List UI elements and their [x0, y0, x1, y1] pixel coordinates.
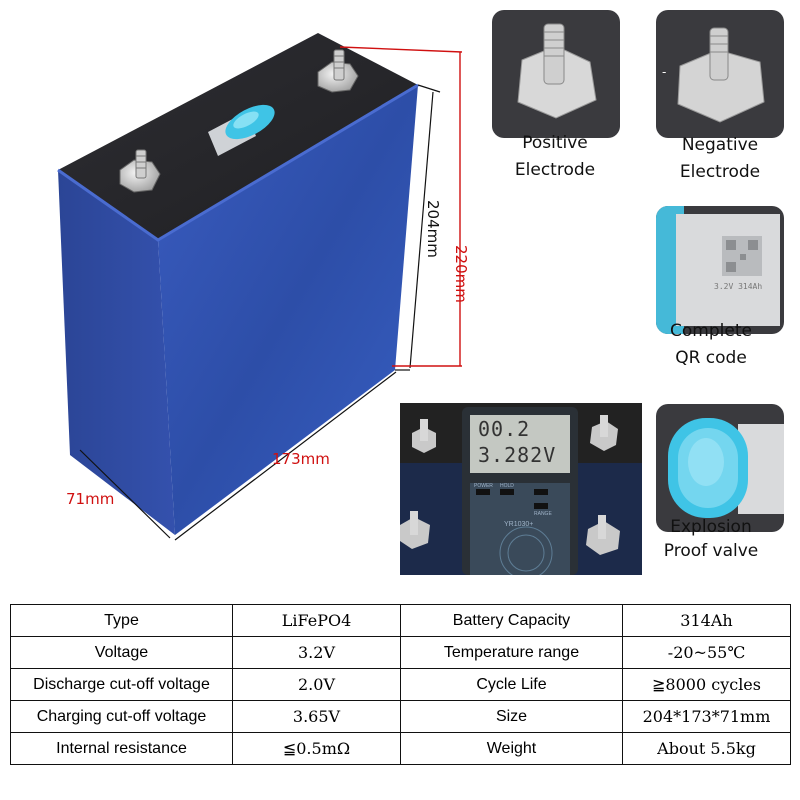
- spec-value: 314Ah: [622, 604, 791, 637]
- dim-height-total: 220mm: [452, 245, 470, 303]
- table-row: Discharge cut-off voltage 2.0V Cycle Lif…: [10, 668, 791, 701]
- caption-line-2: Proof valve: [663, 541, 759, 561]
- caption-line-1: Complete: [670, 321, 752, 341]
- positive-electrode-photo: [492, 10, 620, 138]
- caption-line-2: Electrode: [514, 160, 596, 180]
- dim-length: 173mm: [272, 450, 330, 468]
- caption-line-2: Electrode: [679, 162, 761, 182]
- meter-reading-2: 3.282V: [478, 443, 557, 467]
- spec-label: Type: [10, 604, 233, 637]
- spec-label: Temperature range: [400, 636, 623, 669]
- dim-height-inner: 204mm: [424, 200, 442, 258]
- explosion-valve-caption: Explosion Proof valve: [636, 515, 786, 563]
- battery-negative-terminal: [119, 149, 161, 193]
- spec-value: 2.0V: [232, 668, 401, 701]
- meter-button-range: RANGE: [534, 511, 552, 517]
- multimeter-photo: 00.2 3.282V YR1030+ POWER HOLD RANGE: [400, 403, 642, 575]
- qr-code-caption: Complete QR code: [636, 318, 786, 372]
- spec-value: ≧8000 cycles: [622, 668, 791, 701]
- meter-reading-1: 00.2: [478, 417, 531, 441]
- meter-model: YR1030+: [504, 521, 534, 528]
- battery-positive-terminal: [317, 49, 359, 93]
- spec-value: 3.65V: [232, 700, 401, 733]
- spec-label: Voltage: [10, 636, 233, 669]
- spec-label: Internal resistance: [10, 732, 233, 765]
- spec-value: 204*173*71mm: [622, 700, 791, 733]
- spec-value: LiFePO4: [232, 604, 401, 637]
- caption-line-1: Positive: [522, 133, 588, 153]
- table-row: Type LiFePO4 Battery Capacity 314Ah: [10, 604, 791, 637]
- spec-label: Size: [400, 700, 623, 733]
- negative-electrode-caption: Negative Electrode: [645, 132, 795, 186]
- battery-front-face: [158, 85, 418, 535]
- spec-value: 3.2V: [232, 636, 401, 669]
- table-row: Charging cut-off voltage 3.65V Size 204*…: [10, 700, 791, 733]
- spec-label: Charging cut-off voltage: [10, 700, 233, 733]
- svg-text:-: -: [662, 65, 666, 79]
- caption-line-1: Explosion: [670, 517, 752, 537]
- negative-electrode-photo: -: [656, 10, 784, 138]
- meter-button-hold: HOLD: [500, 483, 514, 489]
- product-image: 204mm 220mm 173mm 71mm Positive Electrod…: [57, 10, 795, 575]
- spec-label: Cycle Life: [400, 668, 623, 701]
- positive-electrode-caption: Positive Electrode: [480, 130, 630, 184]
- explosion-valve-photo: [656, 404, 784, 532]
- caption-line-1: Negative: [681, 135, 759, 155]
- spec-value: About 5.5kg: [622, 732, 791, 765]
- qr-label-text: 3.2V 314Ah: [714, 282, 763, 291]
- spec-label: Weight: [400, 732, 623, 765]
- dim-width: 71mm: [66, 490, 115, 508]
- spec-table: Type LiFePO4 Battery Capacity 314Ah Volt…: [10, 604, 791, 765]
- table-row: Voltage 3.2V Temperature range -20~55℃: [10, 636, 791, 669]
- qr-code-photo: 3.2V 314Ah: [656, 206, 784, 334]
- spec-label: Discharge cut-off voltage: [10, 668, 233, 701]
- battery-side-face: [58, 170, 175, 535]
- table-row: Internal resistance ≦0.5mΩ Weight About …: [10, 732, 791, 765]
- caption-line-2: QR code: [675, 348, 747, 368]
- battery-illustration: [57, 33, 463, 541]
- spec-value: -20~55℃: [622, 636, 791, 669]
- meter-button-power: POWER: [474, 483, 493, 489]
- spec-value: ≦0.5mΩ: [232, 732, 401, 765]
- spec-label: Battery Capacity: [400, 604, 623, 637]
